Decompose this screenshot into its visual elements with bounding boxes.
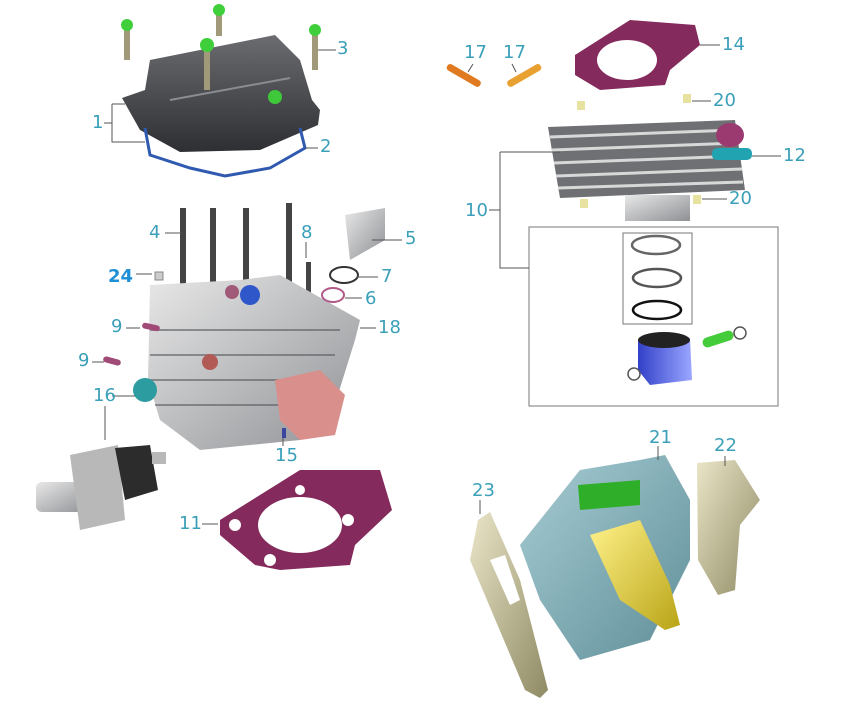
callout-24: 24 [108, 266, 134, 287]
base-gasket-illustration [575, 20, 700, 90]
callout-23: 23 [472, 480, 495, 501]
callout-15: 15 [275, 445, 298, 466]
callout-5: 5 [405, 228, 417, 249]
spark-plugs-illustration [446, 63, 542, 87]
callout-16: 16 [93, 385, 116, 406]
callout-10: 10 [465, 200, 488, 221]
callout-14: 14 [722, 34, 745, 55]
callout-21: 21 [649, 427, 672, 448]
cover-bolts-illustration [121, 4, 321, 90]
callout-22: 22 [714, 435, 737, 456]
callout-6: 6 [365, 288, 377, 309]
callout-18: 18 [378, 317, 401, 338]
callout-3: 3 [337, 38, 349, 59]
callout-17a: 17 [464, 42, 487, 63]
oil-pressure-switch-illustration [36, 445, 166, 530]
callout-2: 2 [320, 136, 332, 157]
callout-9b: 9 [78, 350, 90, 371]
callout-1: 1 [92, 112, 104, 133]
callout-20b: 20 [729, 188, 752, 209]
head-gasket-illustration [220, 470, 392, 570]
cylinder-illustration [548, 94, 752, 221]
leader-lines [92, 44, 781, 525]
callout-12: 12 [783, 145, 806, 166]
callout-17b: 17 [503, 42, 526, 63]
air-shroud-illustration [470, 455, 760, 698]
cylinder-head-cover-illustration [122, 35, 320, 178]
callout-11: 11 [179, 513, 202, 534]
callout-9a: 9 [111, 316, 123, 337]
cylinder-head-illustration [133, 203, 360, 450]
callout-7: 7 [381, 266, 393, 287]
callout-4: 4 [149, 222, 161, 243]
callout-20a: 20 [713, 90, 736, 111]
callout-8: 8 [301, 222, 313, 243]
piston-kit-illustration [528, 226, 779, 407]
tappet-cap-and-orings-illustration [321, 208, 385, 303]
